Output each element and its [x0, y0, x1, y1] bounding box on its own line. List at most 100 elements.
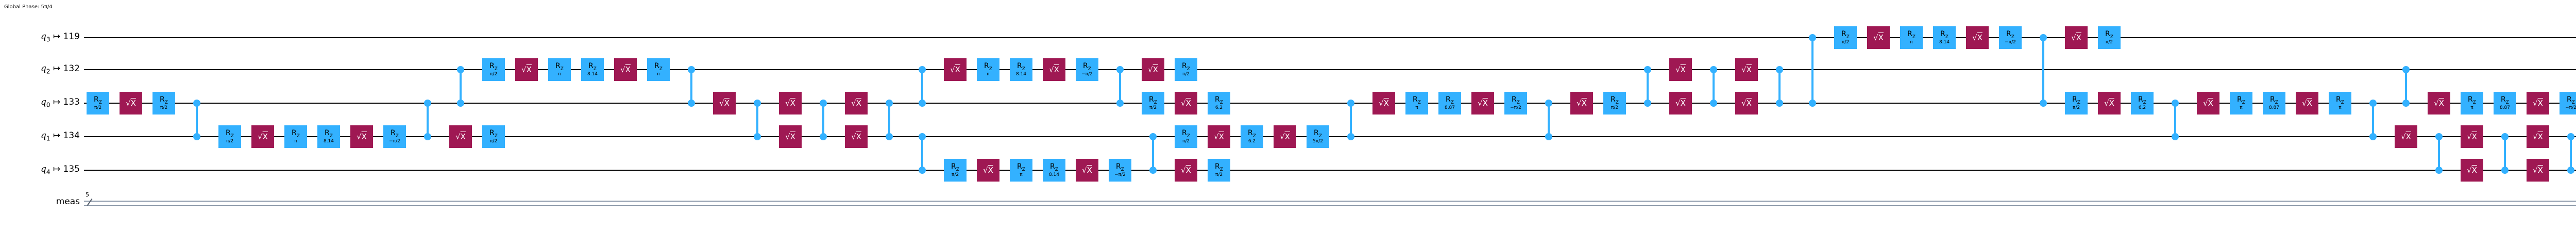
qubit-wire-label: q3 ↦ 119: [40, 31, 80, 43]
cz-control-dot: [1149, 167, 1157, 174]
sx-gate: √X: [1669, 58, 1692, 81]
rz-gate: RZ−π/2: [2560, 92, 2576, 114]
sx-gate: √X: [1966, 26, 1989, 49]
cz-gate: [196, 103, 198, 137]
rz-gate: RZ−π/2: [1999, 26, 2022, 49]
cz-control-dot: [886, 100, 893, 107]
sx-gate: √X: [515, 58, 538, 81]
qubit-wire: [84, 136, 2576, 137]
cz-gate: [1713, 70, 1715, 103]
cz-control-dot: [754, 100, 761, 107]
cz-control-dot: [2040, 100, 2047, 107]
cz-control-dot: [919, 167, 926, 174]
classical-wire: [84, 201, 2576, 206]
cz-control-dot: [2040, 34, 2047, 41]
cz-control-dot: [1644, 100, 1651, 107]
sx-gate: √X: [2527, 159, 2549, 182]
cz-control-dot: [1545, 133, 1552, 140]
cz-control-dot: [2567, 133, 2574, 140]
rz-gate: RZ−π/2: [1504, 92, 1527, 114]
cz-control-dot: [1116, 66, 1124, 73]
cz-control-dot: [424, 133, 431, 140]
cz-gate: [1119, 70, 1121, 103]
rz-gate: RZ−π/2: [383, 125, 406, 148]
cz-gate: [921, 70, 923, 103]
sx-gate: √X: [713, 92, 736, 114]
cz-control-dot: [919, 100, 926, 107]
cz-gate: [460, 70, 462, 103]
sx-gate: √X: [1867, 26, 1890, 49]
cz-control-dot: [820, 100, 827, 107]
cz-control-dot: [193, 133, 200, 140]
cz-control-dot: [2501, 167, 2509, 174]
sx-gate: √X: [944, 58, 967, 81]
sx-gate: √X: [350, 125, 373, 148]
cz-control-dot: [1776, 100, 1783, 107]
cz-control-dot: [919, 133, 926, 140]
qubit-wire: [84, 69, 2576, 70]
sx-gate: √X: [1735, 92, 1758, 114]
cz-control-dot: [919, 66, 926, 73]
cz-control-dot: [2567, 167, 2574, 174]
sx-gate: √X: [120, 92, 142, 114]
cz-gate: [2372, 103, 2374, 137]
qubit-wire-label: q2 ↦ 132: [40, 63, 80, 75]
qubit-wire-label: q0 ↦ 133: [40, 97, 80, 109]
cz-control-dot: [1776, 66, 1783, 73]
cz-control-dot: [2172, 100, 2179, 107]
sx-gate: √X: [614, 58, 637, 81]
cz-gate: [1152, 137, 1154, 170]
global-phase-label: Global Phase: 5π/4: [4, 4, 53, 10]
sx-gate: √X: [1175, 92, 1197, 114]
sx-gate: √X: [2527, 125, 2549, 148]
cz-control-dot: [457, 100, 464, 107]
sx-gate: √X: [1142, 58, 1164, 81]
sx-gate: √X: [2461, 125, 2483, 148]
sx-gate: √X: [2395, 125, 2417, 148]
qubit-wire-label: q1 ↦ 134: [40, 130, 80, 142]
cz-gate: [2042, 38, 2044, 103]
sx-gate: √X: [1372, 92, 1395, 114]
cz-control-dot: [457, 66, 464, 73]
cz-control-dot: [193, 100, 200, 107]
sx-gate: √X: [1076, 159, 1098, 182]
sx-gate: √X: [2098, 92, 2121, 114]
cz-gate: [2174, 103, 2176, 137]
cz-control-dot: [1149, 133, 1157, 140]
cz-gate: [427, 103, 429, 137]
sx-gate: √X: [2461, 159, 2483, 182]
cz-control-dot: [1809, 34, 1816, 41]
cz-control-dot: [2402, 100, 2410, 107]
cz-control-dot: [2435, 167, 2443, 174]
sx-gate: √X: [1208, 125, 1230, 148]
cz-control-dot: [2501, 133, 2509, 140]
cz-control-dot: [1347, 133, 1354, 140]
sx-gate: √X: [449, 125, 472, 148]
register-size-label: 5: [86, 191, 89, 198]
sx-gate: √X: [2296, 92, 2318, 114]
cz-gate: [2405, 70, 2407, 103]
sx-gate: √X: [1735, 58, 1758, 81]
sx-gate: √X: [1175, 159, 1197, 182]
cz-control-dot: [2435, 133, 2443, 140]
